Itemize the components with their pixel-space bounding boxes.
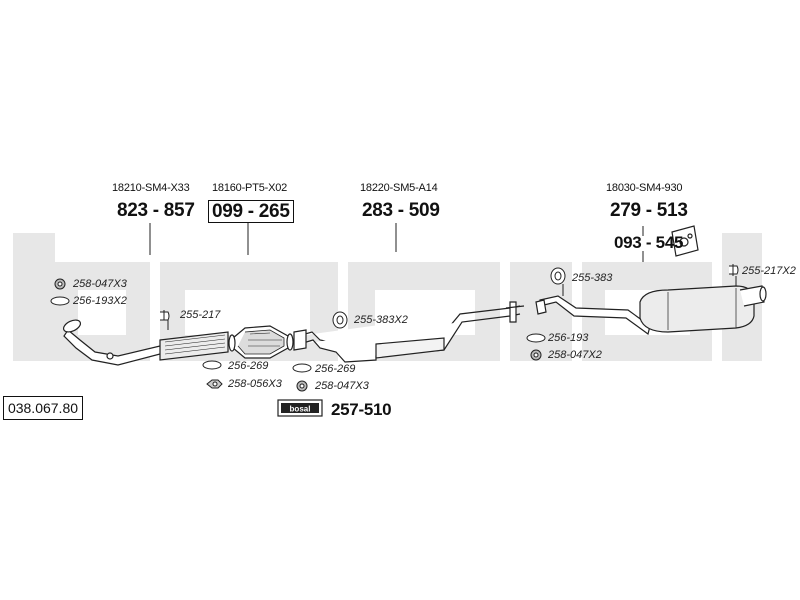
accessory-label: 255-383 bbox=[572, 272, 613, 284]
part-number-highlighted: 099 - 265 bbox=[208, 200, 294, 223]
accessory-label: 256-193 bbox=[548, 332, 589, 344]
accessory-label: 258-047X2 bbox=[548, 349, 602, 361]
nut-icon bbox=[530, 349, 542, 361]
centre-pipe bbox=[293, 301, 525, 363]
accessory-label: 258-047X3 bbox=[315, 380, 369, 392]
part-number: 257-510 bbox=[331, 400, 392, 419]
accessory-label: 256-193X2 bbox=[73, 295, 127, 307]
accessory-label: 255-217 bbox=[180, 309, 221, 321]
nut-icon bbox=[54, 278, 66, 290]
oem-number: 18220-SM5-A14 bbox=[360, 182, 438, 194]
clamp-bolt-icon bbox=[729, 264, 739, 276]
gasket-ring-icon bbox=[526, 333, 546, 343]
brand-plate-text: bosal bbox=[290, 405, 311, 414]
accessory-label: 255-217X2 bbox=[742, 265, 796, 277]
rubber-hanger bbox=[671, 225, 699, 257]
part-number: 283 - 509 bbox=[362, 200, 440, 221]
oem-number: 18160-PT5-X02 bbox=[212, 182, 288, 194]
oem-number: 18030-SM4-930 bbox=[606, 182, 683, 194]
front-pipe bbox=[62, 319, 229, 366]
part-number: 279 - 513 bbox=[610, 200, 688, 221]
clamp-bolt-icon bbox=[160, 310, 170, 321]
gasket-ring-icon bbox=[292, 363, 312, 373]
nut-icon bbox=[296, 380, 308, 392]
brand-plate-icon: bosal bbox=[277, 399, 323, 417]
hanger-ring-icon bbox=[332, 311, 348, 329]
oem-number: 18210-SM4-X33 bbox=[112, 182, 190, 194]
accessory-label: 258-056X3 bbox=[228, 378, 282, 390]
part-number: 093 - 545 bbox=[614, 233, 684, 252]
accessory-label: 256-269 bbox=[315, 363, 356, 375]
accessory-label: 256-269 bbox=[228, 360, 269, 372]
gasket-ring-icon bbox=[50, 296, 70, 306]
reference-number: 038.067.80 bbox=[3, 396, 83, 420]
rear-silencer bbox=[535, 285, 767, 336]
hanger-ring-icon bbox=[550, 267, 566, 285]
part-number: 823 - 857 bbox=[117, 200, 195, 221]
gasket-ring-icon bbox=[202, 360, 222, 370]
accessory-label: 258-047X3 bbox=[73, 278, 127, 290]
catalytic-converter bbox=[228, 325, 294, 359]
hex-nut-icon bbox=[206, 379, 223, 389]
accessory-label: 255-383X2 bbox=[354, 314, 408, 326]
